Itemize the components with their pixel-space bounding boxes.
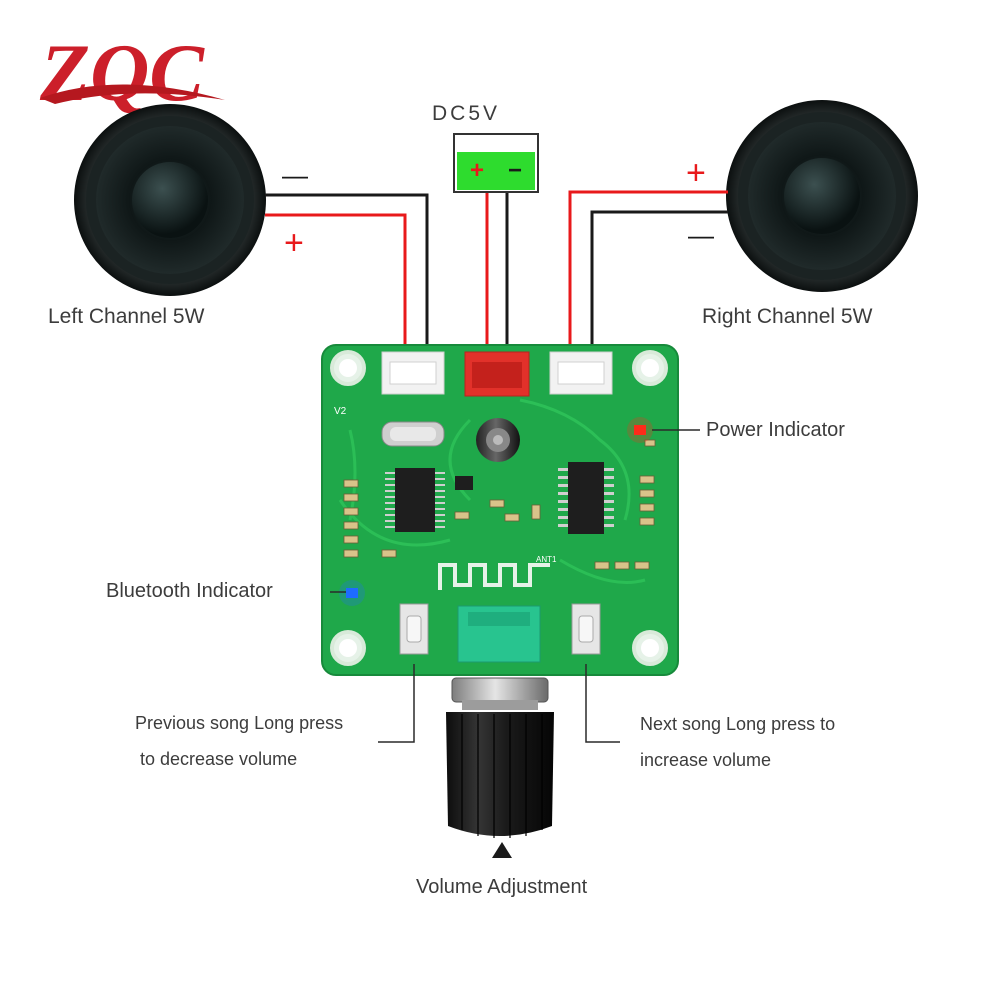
- mounting-holes: [330, 350, 668, 666]
- bluetooth-chip: [385, 468, 445, 532]
- transistor: [455, 476, 473, 490]
- antenna-label: ANT1: [536, 555, 557, 564]
- pcb-board: ANT1 V2: [321, 344, 679, 676]
- left-negative-wire: [265, 193, 429, 352]
- right-speaker: [726, 100, 918, 292]
- power-jst-connector: [464, 351, 530, 397]
- right-positive-wire: [568, 190, 728, 352]
- amplifier-chip: [558, 462, 614, 534]
- callout-lines: [330, 429, 700, 743]
- power-indicator-label: Power Indicator: [706, 419, 845, 441]
- right-plus-sign: +: [686, 154, 706, 192]
- power-plus-sign: +: [470, 157, 484, 184]
- volume-adjustment-label: Volume Adjustment: [416, 876, 588, 898]
- power-connector: + −: [453, 133, 539, 193]
- previous-button-label-line2: to decrease volume: [140, 749, 298, 769]
- board-version: V2: [334, 406, 347, 417]
- knob-pointer-icon: [492, 842, 512, 858]
- left-plus-sign: +: [284, 224, 304, 262]
- power-indicator-led: [627, 417, 653, 443]
- logo-letters: ZQC: [39, 27, 205, 118]
- next-button-label-line2: increase volume: [640, 750, 772, 770]
- crystal-oscillator: [381, 421, 445, 447]
- bluetooth-indicator-led: [339, 580, 365, 606]
- right-negative-wire: [590, 210, 728, 352]
- right-channel-label: Right Channel 5W: [702, 305, 873, 328]
- right-speaker-connector: [549, 351, 613, 395]
- left-minus-sign: —: [282, 160, 308, 190]
- bluetooth-indicator-label: Bluetooth Indicator: [106, 580, 273, 602]
- left-positive-wire: [265, 213, 407, 352]
- logo-swoosh: [40, 84, 225, 104]
- smd-components: [343, 439, 656, 570]
- left-channel-label: Left Channel 5W: [48, 305, 205, 328]
- pcb-antenna: [438, 563, 550, 590]
- right-minus-sign: —: [688, 220, 714, 250]
- potentiometer-body: [457, 605, 541, 663]
- power-minus-sign: −: [508, 157, 522, 184]
- left-speaker-connector: [381, 351, 445, 395]
- power-label: DC5V: [432, 102, 501, 125]
- next-button[interactable]: [571, 603, 601, 655]
- electrolytic-capacitor: [476, 418, 520, 462]
- wires: [265, 190, 728, 352]
- next-button-label-line1: Next song Long press to: [640, 714, 836, 734]
- previous-button-label-line1: Previous song Long press: [135, 713, 344, 733]
- brand-logo: ZQC: [39, 27, 225, 118]
- volume-knob[interactable]: [446, 677, 554, 858]
- left-speaker: [74, 104, 266, 296]
- previous-button[interactable]: [399, 603, 429, 655]
